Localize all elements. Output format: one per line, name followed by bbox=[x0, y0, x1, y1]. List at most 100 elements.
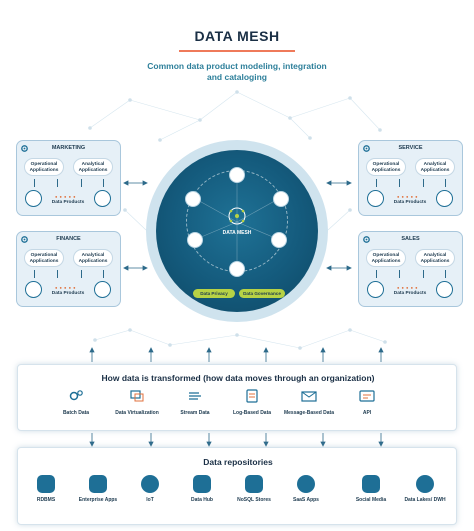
arrow-up bbox=[103, 270, 104, 278]
transform-item-label: Log-Based Data bbox=[232, 410, 272, 416]
arrow-up bbox=[34, 179, 35, 187]
domain-sales: SALES Operational Applications Analytica… bbox=[358, 231, 463, 307]
truck-icon bbox=[436, 190, 453, 207]
repo-label: Data Lakes/ DWH bbox=[404, 497, 446, 503]
connector-icon bbox=[229, 261, 245, 277]
data-source-icon bbox=[25, 190, 42, 207]
saas-cloud-icon bbox=[297, 475, 315, 493]
log-icon bbox=[246, 389, 258, 403]
settings-icon bbox=[273, 191, 289, 207]
social-media-icon bbox=[362, 475, 380, 493]
page-title: DATA MESH bbox=[194, 28, 280, 44]
arrow-up bbox=[81, 270, 82, 278]
data-governance-pill: Data Governance bbox=[239, 289, 285, 298]
data-source-icon bbox=[367, 190, 384, 207]
api-icon bbox=[359, 390, 375, 402]
arrow-up bbox=[399, 270, 400, 278]
repo-label: RDBMS bbox=[36, 497, 56, 503]
domain-title: MARKETING bbox=[51, 145, 86, 151]
product-dots: ● ● ● ● ● bbox=[55, 194, 77, 199]
gear-network-icon bbox=[21, 145, 28, 152]
gear-network-icon bbox=[363, 145, 370, 152]
arrow-up bbox=[445, 270, 446, 278]
message-icon bbox=[301, 391, 317, 402]
arrow-up bbox=[57, 179, 58, 187]
data-products-label: Data Products bbox=[393, 200, 427, 205]
truck-icon bbox=[436, 281, 453, 298]
operational-applications-card: Operational Applications bbox=[366, 249, 406, 267]
truck-icon bbox=[94, 281, 111, 298]
repo-label: NoSQL Stores bbox=[237, 497, 271, 503]
transform-item-label: Data Virtualization bbox=[115, 410, 159, 416]
transform-title: How data is transformed (how data moves … bbox=[101, 373, 375, 383]
transform-item-label: Batch Data bbox=[62, 410, 90, 416]
domain-finance: FINANCE Operational Applications Analyti… bbox=[16, 231, 121, 307]
operational-applications-card: Operational Applications bbox=[24, 158, 64, 176]
truck-icon bbox=[94, 190, 111, 207]
repo-label: SaaS Apps bbox=[293, 497, 319, 503]
domain-title: FINANCE bbox=[56, 236, 81, 242]
database-icon bbox=[37, 475, 55, 493]
data-privacy-pill: Data Privacy bbox=[193, 289, 235, 298]
analytical-applications-card: Analytical Applications bbox=[415, 158, 455, 176]
arrow-up bbox=[399, 179, 400, 187]
mesh-icon bbox=[228, 207, 246, 225]
dashboard-icon bbox=[229, 167, 245, 183]
product-dots: ● ● ● ● ● bbox=[397, 194, 419, 199]
transform-item-label: API bbox=[362, 410, 372, 416]
repositories-title: Data repositories bbox=[203, 457, 273, 467]
analytical-applications-card: Analytical Applications bbox=[73, 158, 113, 176]
title-underline bbox=[179, 50, 295, 52]
arrow-up bbox=[423, 270, 424, 278]
data-products-label: Data Products bbox=[51, 291, 85, 296]
analytical-applications-card: Analytical Applications bbox=[415, 249, 455, 267]
gears-icon bbox=[69, 390, 83, 401]
domain-marketing: MARKETING Operational Applications Analy… bbox=[16, 140, 121, 216]
virtualization-icon bbox=[130, 390, 144, 402]
data-source-icon bbox=[367, 281, 384, 298]
hub-label: DATA MESH bbox=[222, 230, 252, 236]
repo-label: Social Media bbox=[355, 497, 387, 503]
stream-icon bbox=[189, 392, 201, 400]
transform-panel: How data is transformed (how data moves … bbox=[17, 364, 457, 431]
data-hub-icon bbox=[193, 475, 211, 493]
data-source-icon bbox=[25, 281, 42, 298]
repo-label: IoT bbox=[146, 497, 154, 503]
gear-network-icon bbox=[363, 236, 370, 243]
arrow-up bbox=[34, 270, 35, 278]
arrow-up bbox=[376, 179, 377, 187]
arrow-up bbox=[103, 179, 104, 187]
data-products-label: Data Products bbox=[393, 291, 427, 296]
analytical-applications-card: Analytical Applications bbox=[73, 249, 113, 267]
enterprise-apps-icon bbox=[89, 475, 107, 493]
domain-service: SERVICE Operational Applications Analyti… bbox=[358, 140, 463, 216]
arrow-up bbox=[445, 179, 446, 187]
transform-item-label: Message-Based Data bbox=[283, 410, 335, 416]
arrow-up bbox=[81, 179, 82, 187]
data-products-label: Data Products bbox=[51, 200, 85, 205]
arrow-up bbox=[423, 179, 424, 187]
repo-label: Data Hub bbox=[191, 497, 213, 503]
transform-item-label: Stream Data bbox=[180, 410, 210, 416]
product-dots: ● ● ● ● ● bbox=[55, 285, 77, 290]
operational-applications-card: Operational Applications bbox=[24, 249, 64, 267]
page-subtitle: Common data product modeling, integratio… bbox=[147, 61, 327, 82]
domain-title: SERVICE bbox=[398, 145, 423, 151]
document-icon bbox=[271, 232, 287, 248]
network-icon bbox=[185, 191, 201, 207]
repositories-panel: Data repositories RDBMS Enterprise Apps … bbox=[17, 447, 457, 525]
gear-network-icon bbox=[21, 236, 28, 243]
nosql-icon bbox=[245, 475, 263, 493]
monitor-icon bbox=[187, 232, 203, 248]
operational-applications-card: Operational Applications bbox=[366, 158, 406, 176]
arrow-up bbox=[57, 270, 58, 278]
repo-label: Enterprise Apps bbox=[78, 497, 118, 503]
product-dots: ● ● ● ● ● bbox=[397, 285, 419, 290]
iot-cloud-icon bbox=[141, 475, 159, 493]
arrow-up bbox=[376, 270, 377, 278]
data-lake-icon bbox=[416, 475, 434, 493]
domain-title: SALES bbox=[401, 236, 420, 242]
